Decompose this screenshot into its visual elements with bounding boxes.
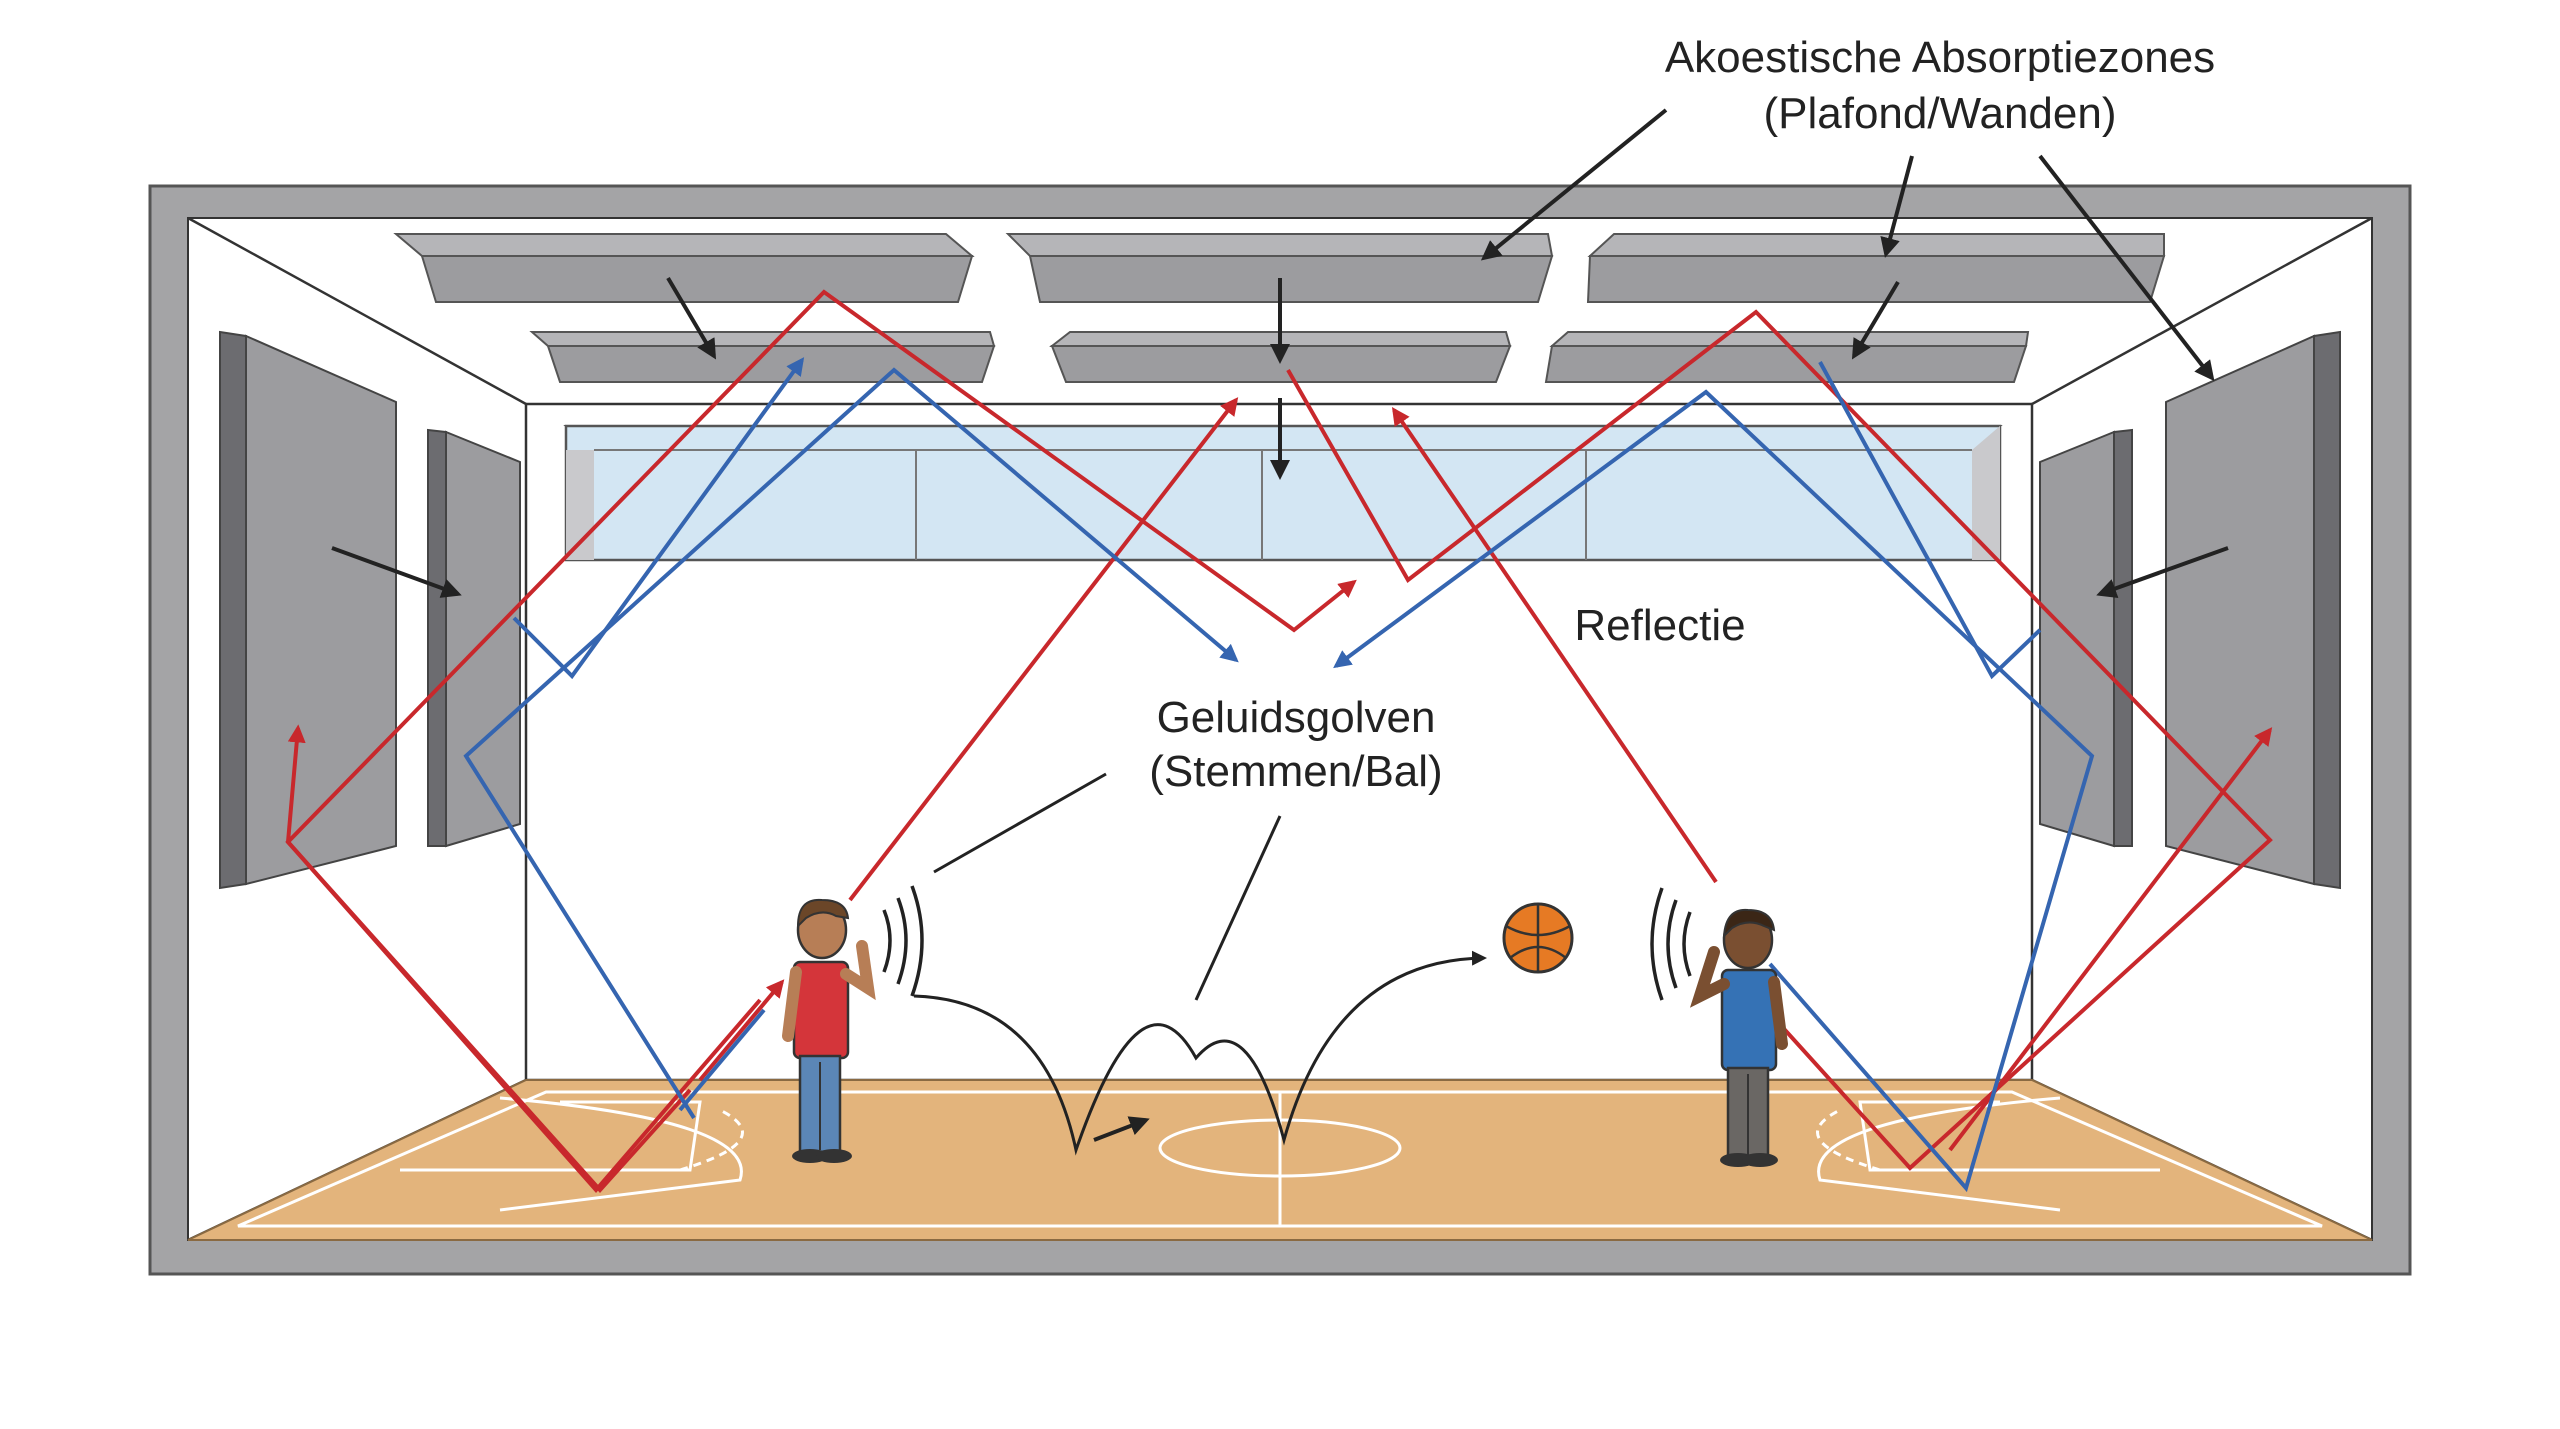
acoustic-panel-icon: [529, 331, 996, 383]
acoustic-panel-icon: [393, 233, 975, 303]
acoustic-panel-icon: [1005, 233, 1554, 303]
red-wave-center: [1286, 309, 2273, 1171]
court-right-arc: [1816, 1108, 1881, 1172]
sound-label-line1: Geluidsgolven: [1157, 693, 1436, 742]
pointer-arrows: [331, 108, 2229, 1142]
court-left-key: [400, 1100, 702, 1172]
red-wave-shout-left: [698, 979, 785, 1082]
sound-label-line2: (Stemmen/Bal): [1149, 747, 1442, 796]
window-glass: [564, 424, 2002, 562]
blue-wave-left: [463, 367, 1239, 1120]
ceiling-panels: [393, 233, 2166, 383]
reflection-label: Reflectie: [1574, 601, 1745, 650]
arrow-icon: [2038, 154, 2215, 382]
window-strip: [563, 424, 2003, 562]
arrow-icon: [331, 546, 462, 598]
acoustic-panel-icon: [219, 330, 397, 890]
basketball-icon: [1502, 902, 1574, 974]
person-red-shirt-icon: [782, 898, 876, 1163]
blue-wave-right: [1333, 389, 2095, 1193]
ball-bounce-path: [913, 950, 1487, 1156]
blue-wave-left-tail: [678, 1008, 766, 1112]
acoustic-panel-icon: [1586, 233, 2166, 303]
arrow-icon: [1093, 1116, 1150, 1142]
acoustic-panel-icon: [2165, 330, 2341, 890]
person-blue-shirt-icon: [1689, 908, 1788, 1167]
red-wave-left-start: [285, 724, 692, 1193]
sound-label-leader-right: [1194, 815, 1282, 1001]
arrow-icon: [2096, 546, 2229, 598]
red-wave-right-rise: [1948, 727, 2273, 1152]
acoustic-panel-icon: [1544, 331, 2030, 383]
arrow-icon: [666, 276, 717, 360]
wall-panels: [219, 330, 2341, 890]
blue-wave-right-upper: [1818, 361, 2042, 680]
absorption-label-line1: Akoestische Absorptiezones: [1665, 33, 2215, 82]
acoustic-panel-icon: [427, 428, 521, 848]
absorption-label-line2: (Plafond/Wanden): [1763, 89, 2116, 138]
red-wave-right-reflect: [1391, 407, 1718, 884]
reflection-paths: [285, 289, 2273, 1194]
red-wave-left: [285, 289, 1357, 1194]
court-right-key: [1858, 1100, 2160, 1172]
red-wave-to-ceiling: [848, 397, 1239, 902]
sound-wave-icon: [1650, 887, 1692, 1001]
court-center-circle: [1158, 1118, 1402, 1178]
arrow-icon: [1480, 108, 1668, 261]
court-left-arc: [679, 1108, 744, 1172]
court-right-three: [1817, 1096, 2061, 1212]
sound-wave-icon: [882, 885, 924, 997]
perspective-line-tr: [2031, 216, 2373, 406]
court-boundary: [237, 1090, 2323, 1228]
labels: Akoestische Absorptiezones (Plafond/Wand…: [1149, 33, 2215, 796]
arrow-icon: [1851, 280, 1900, 360]
window-sill-right: [1972, 426, 2000, 560]
court-left-three: [499, 1096, 743, 1212]
perspective-line-tl: [187, 216, 527, 406]
sound-label-leader-left: [933, 772, 1107, 874]
blue-wave-left-upper: [512, 357, 805, 680]
arrow-icon: [1880, 155, 1914, 258]
basketball-court: [187, 1079, 2373, 1241]
